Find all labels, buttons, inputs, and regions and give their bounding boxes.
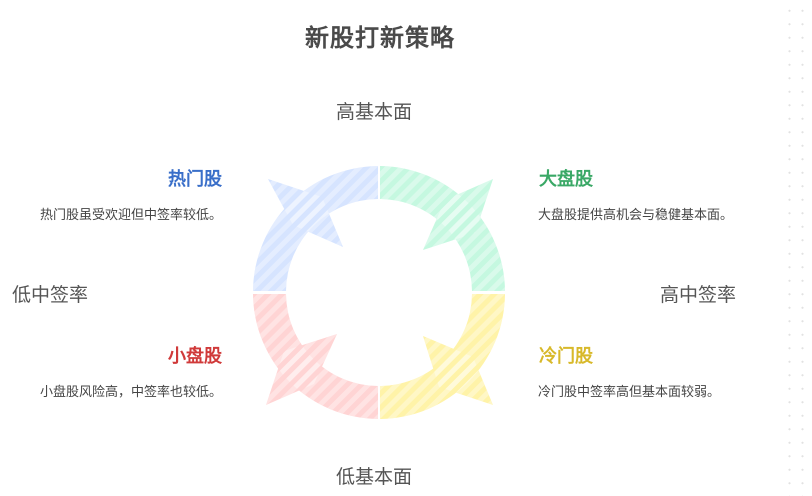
- axis-label-high-win-rate: 高中签率: [660, 284, 737, 306]
- large-stock-arc: [380, 166, 505, 291]
- axis-label-low-win-rate: 低中签率: [12, 284, 89, 306]
- background-dot-pattern: [782, 0, 812, 496]
- quadrant-title: 冷门股: [539, 346, 593, 367]
- quadrant-title: 热门股: [168, 169, 222, 190]
- page-title: 新股打新策略: [305, 23, 455, 52]
- axis-label-high-fundamentals: 高基本面: [336, 101, 413, 123]
- quadrant-title: 大盘股: [539, 169, 593, 190]
- quadrant-title: 小盘股: [168, 346, 222, 367]
- quadrant-description: 热门股虽受欢迎但中签率较低。: [39, 208, 222, 223]
- hot-stock-arc: [253, 166, 378, 291]
- quadrant-description: 大盘股提供高机会与稳健基本面。: [538, 208, 734, 223]
- quadrant-description: 小盘股风险高，中签率也较低。: [39, 385, 222, 400]
- small-stock-arc: [253, 294, 378, 419]
- cold-stock-arc: [380, 294, 505, 419]
- quadrant-description: 冷门股中签率高但基本面较弱。: [538, 385, 721, 400]
- axis-label-low-fundamentals: 低基本面: [336, 466, 413, 488]
